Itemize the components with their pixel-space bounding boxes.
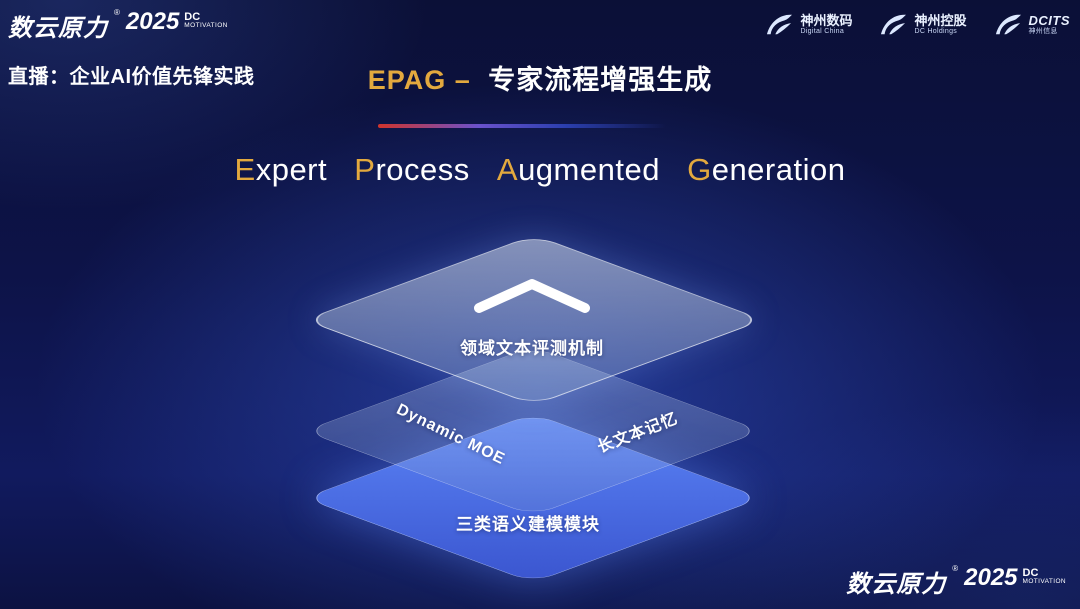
- stream-label: 直播：企业AI价值先锋实践: [8, 66, 255, 88]
- logo-text: DCITS 神州信息: [1028, 12, 1071, 37]
- subtitle-initial: G: [687, 152, 712, 187]
- brand-registered-mark: ®: [952, 564, 959, 573]
- title-divider: [378, 124, 666, 128]
- logo-subtitle: 神州信息: [1028, 28, 1058, 36]
- label-bottom-layer: 三类语义建模模块: [456, 515, 600, 534]
- swoosh-icon: [881, 14, 907, 35]
- brand-name: 数云原力: [8, 15, 108, 42]
- subtitle-word: Augmented: [497, 152, 660, 188]
- brand-name: 数云原力: [846, 571, 947, 598]
- label-top-layer: 领域文本评测机制: [460, 339, 604, 358]
- brand-motivation: MOTIVATION: [184, 22, 228, 29]
- brand-year: 2025: [964, 564, 1018, 591]
- logo-subtitle: Digital China: [800, 28, 845, 36]
- subtitle-initial: P: [354, 152, 376, 187]
- subtitle-rest: ugmented: [518, 152, 660, 187]
- swoosh-icon: [767, 14, 793, 35]
- page-title-prefix: EPAG –: [367, 65, 471, 95]
- brand-logo-top: 数云原力 ® 2025 DC MOTIVATION: [8, 8, 228, 43]
- layer-top-plate: [303, 234, 765, 406]
- subtitle-rest: eneration: [711, 152, 846, 187]
- brand-tagline: DC MOTIVATION: [184, 12, 227, 30]
- logo-name: 神州数码: [800, 12, 853, 28]
- brand-tagline: DC MOTIVATION: [1023, 568, 1066, 586]
- logo-dcits: DCITS 神州信息: [993, 12, 1071, 38]
- brand-motivation: MOTIVATION: [1022, 578, 1066, 585]
- partner-logos: 神州数码 Digital China 神州控股 DC Holdings DCIT…: [764, 12, 1070, 38]
- logo-dc-holdings: 神州控股 DC Holdings: [878, 12, 967, 38]
- subtitle-english: Expert Process Augmented Generation: [0, 152, 1080, 188]
- brand-dc: DC: [184, 11, 201, 23]
- logo-text: 神州控股 DC Holdings: [914, 12, 967, 37]
- subtitle-rest: rocess: [375, 152, 470, 187]
- subtitle-word: Generation: [687, 152, 845, 188]
- subtitle-word: Expert: [235, 152, 328, 188]
- subtitle-word: Process: [354, 152, 470, 188]
- brand-registered-mark: ®: [114, 8, 120, 17]
- brand-year: 2025: [125, 8, 180, 35]
- page-title-main: 专家流程增强生成: [488, 65, 713, 95]
- logo-subtitle: DC Holdings: [914, 28, 958, 36]
- swoosh-icon: [995, 14, 1021, 35]
- logo-digital-china: 神州数码 Digital China: [764, 12, 852, 38]
- logo-name: 神州控股: [914, 12, 967, 28]
- subtitle-initial: E: [234, 152, 256, 187]
- subtitle-rest: xpert: [255, 152, 328, 187]
- logo-text: 神州数码 Digital China: [800, 12, 853, 37]
- chevron-up-icon: [474, 279, 590, 313]
- logo-name: DCITS: [1028, 12, 1070, 28]
- brand-dc: DC: [1022, 567, 1039, 579]
- page-title: EPAG – 专家流程增强生成: [368, 58, 713, 97]
- subtitle-initial: A: [496, 152, 519, 187]
- brand-logo-bottom: 数云原力 ® 2025 DC MOTIVATION: [846, 564, 1066, 599]
